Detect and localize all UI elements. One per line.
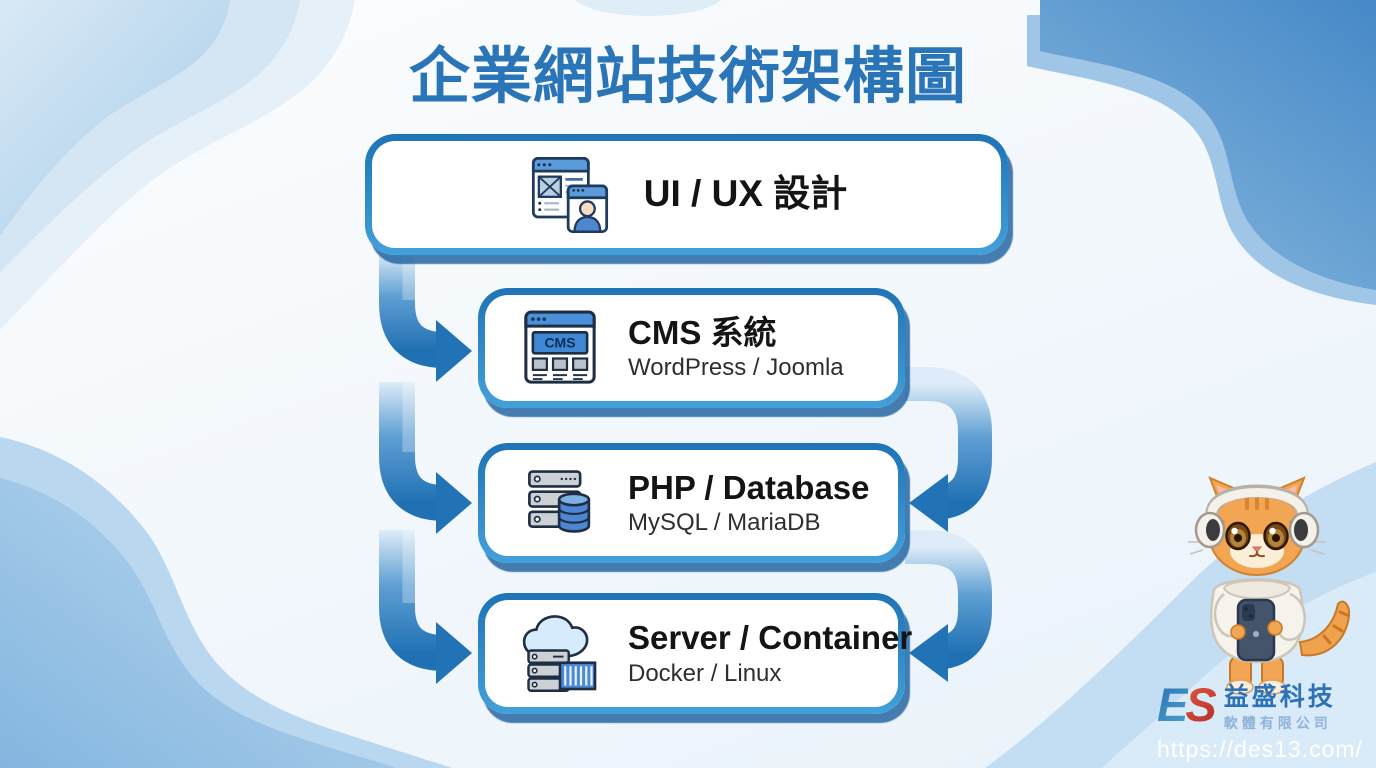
uiux-design-icon [531,156,608,233]
node-server-container: Server / Container Docker / Linux [478,593,912,714]
node-texts: CMS 系統 WordPress / Joomla [628,313,844,383]
cat-paw-left [1230,624,1246,640]
node-texts: Server / Container Docker / Linux [628,618,912,688]
flow-arrow-2 [379,382,472,534]
cloud-server-container-icon [522,614,597,692]
bg-wave-top-right [1040,0,1376,290]
company-name-block: 益盛科技 軟體有限公司 [1224,683,1336,733]
company-name: 益盛科技 [1223,683,1336,711]
cms-icon-label: CMS [544,335,575,351]
bg-wave-top-left-core [0,0,230,236]
node-title: PHP / Database [628,468,870,506]
flow-arrow-right-1 [905,367,992,532]
node-subtitle: WordPress / Joomla [628,354,844,382]
node-subtitle: MySQL / MariaDB [628,509,821,537]
company-branding: E S 益盛科技 軟體有限公司 https://des13.com/ [1157,678,1363,763]
node-php-database: PHP / Database MySQL / MariaDB [478,443,905,563]
bg-bump-top-center [574,0,722,16]
page-title: 企業網站技術架構圖 [408,42,967,110]
flow-arrow-1 [379,252,472,382]
node-texts: UI / UX 設計 [644,172,848,216]
company-suffix: 軟體有限公司 [1223,714,1332,731]
node-title: CMS 系統 [628,313,777,351]
node-title: UI / UX 設計 [643,173,848,215]
cat-paw-right [1267,620,1283,636]
logo-letter-e: E [1157,678,1189,731]
website-url: https://des13.com/ [1157,735,1363,762]
node-title: Server / Container [628,619,913,657]
node-texts: PHP / Database MySQL / MariaDB [628,468,870,538]
flow-arrow-right-2 [905,530,992,682]
cat-phone [1236,598,1276,662]
cat-legs [1226,655,1286,695]
company-logo: E S 益盛科技 軟體有限公司 [1157,678,1363,733]
node-uiux-content: UI / UX 設計 [372,141,1001,248]
flow-arrow-3 [379,530,472,684]
cat-mascot [1188,476,1351,695]
cat-headphones [1194,484,1320,549]
server-database-icon [528,470,591,533]
node-cms-content: CMS CMS 系統 WordPress / Joomla [485,295,898,401]
node-cms: CMS CMS 系統 WordPress / Joomla [478,288,905,408]
cat-tail [1298,600,1351,657]
logo-letter-s: S [1185,678,1217,731]
cms-browser-icon: CMS [524,310,596,384]
node-subtitle: Docker / Linux [628,659,782,687]
bg-wave-bottom-left-inner [0,478,396,768]
node-server-content: Server / Container Docker / Linux [485,600,912,707]
node-uiux-design: UI / UX 設計 [365,134,1008,255]
node-php-content: PHP / Database MySQL / MariaDB [485,450,898,556]
